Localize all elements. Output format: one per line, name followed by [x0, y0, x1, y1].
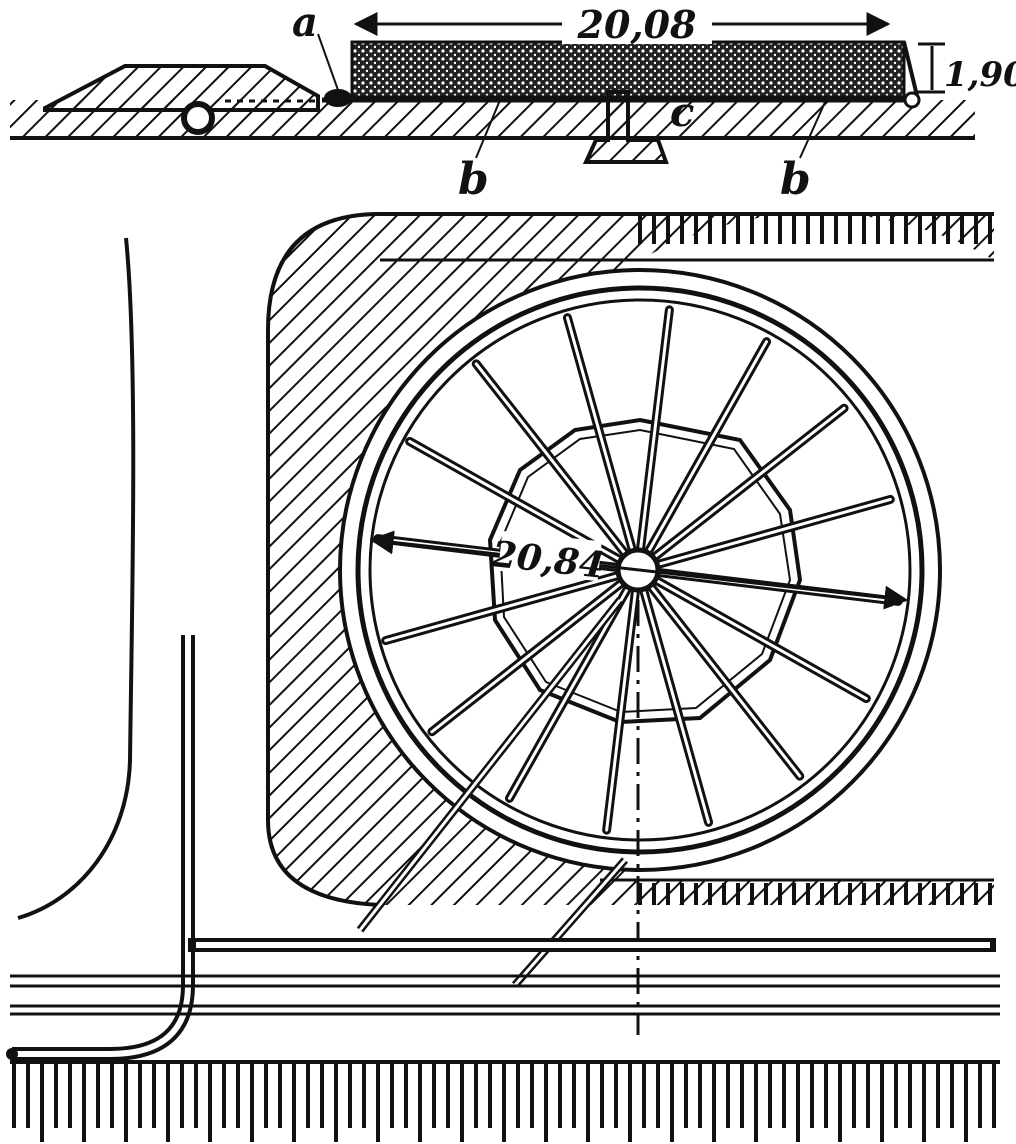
outlet-right [903, 91, 921, 109]
tank-rim [355, 285, 925, 855]
embankment-outline [266, 212, 994, 907]
feed-pipe-core [12, 635, 191, 1057]
width-dimension-label: 20,08 [577, 2, 697, 47]
spoke-core [507, 587, 629, 800]
width-dimension-bg [562, 4, 712, 44]
spoke-core [474, 362, 626, 555]
tank-right-wall [902, 41, 920, 101]
bottom-embankment-ticks [12, 1062, 996, 1142]
spoke-core [647, 340, 769, 553]
drain-pipe [181, 101, 215, 135]
outlet-pipe-1-core [358, 599, 622, 931]
feed-pipe-end [6, 1048, 18, 1060]
spoke-core [565, 316, 634, 551]
spoke-core [642, 589, 711, 824]
label-b-left: b [458, 154, 489, 205]
cross-section: 20,08 1,90 a b c b [10, 0, 1016, 205]
label-a: a [292, 0, 318, 46]
top-right-embankment-ticks [638, 214, 992, 905]
outlet-pipe-2-core [513, 859, 627, 986]
left-boundary-line [17, 237, 136, 920]
plan-view: 20,84 [6, 212, 1000, 1142]
embankment [43, 64, 320, 112]
label-c: c [670, 89, 694, 136]
label-b-right: b [780, 154, 811, 205]
leader-b-right [799, 99, 827, 159]
spoke-core [639, 308, 671, 550]
spoke-core [605, 590, 637, 832]
leader-b-left [475, 99, 501, 159]
central-footing [582, 90, 669, 164]
leader-a [317, 33, 339, 91]
diameter-label-bg [498, 530, 602, 582]
feed-pipe [12, 635, 195, 1061]
tank-fill [350, 40, 906, 99]
outlet-a [324, 89, 352, 107]
diameter-dimension-line [369, 530, 909, 610]
spoke-core [650, 585, 802, 778]
depth-dimension-label: 1,90 [944, 55, 1016, 95]
